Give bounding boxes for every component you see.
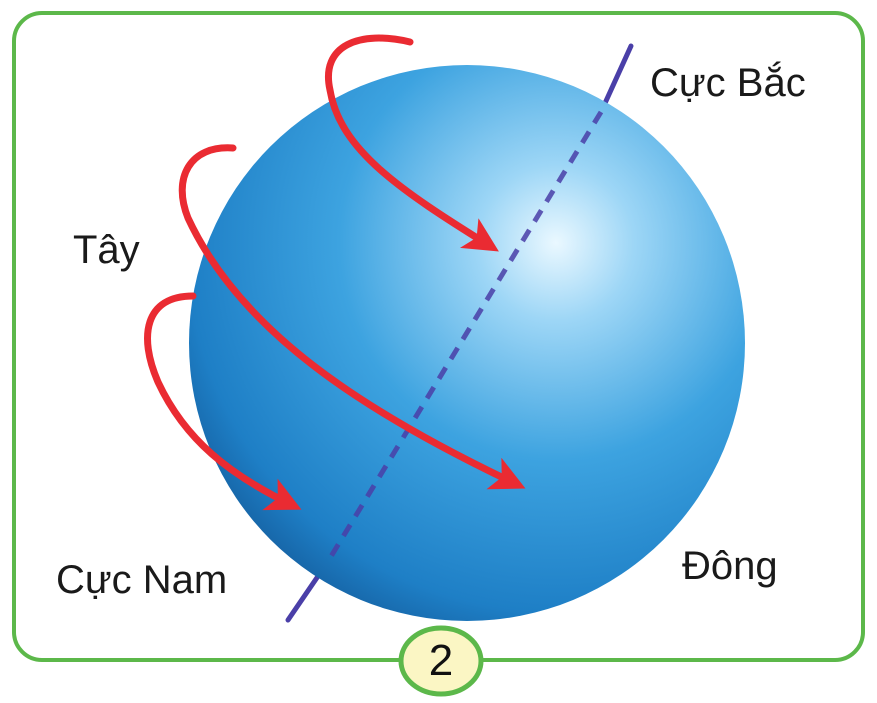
rotation-arrow-bottom <box>144 292 302 511</box>
rotation-arrow-top <box>325 34 499 252</box>
figure-number: 2 <box>428 636 454 685</box>
axis-dashed-through-globe <box>324 110 604 565</box>
axis-north-segment <box>598 43 634 115</box>
rotation-arrow-middle <box>178 144 526 490</box>
figure-number-badge <box>398 625 484 697</box>
east-label: Đông <box>682 544 778 588</box>
south-pole-label: Cực Nam <box>56 558 228 602</box>
west-label: Tây <box>73 228 140 272</box>
globe <box>189 65 745 621</box>
north-pole-label: Cực Bắc <box>650 61 806 105</box>
